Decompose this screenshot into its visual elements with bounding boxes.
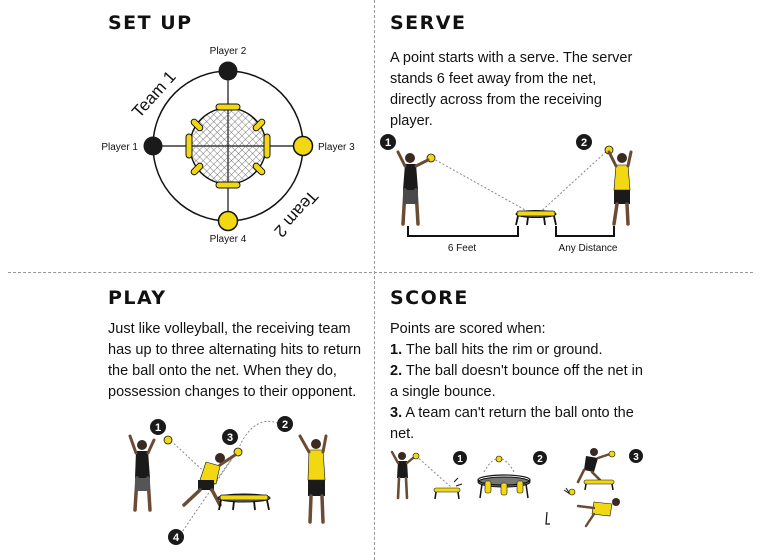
player-4-marker [217, 210, 239, 232]
serve-diagram: 1 2 6 Feet Any Distance [380, 134, 633, 254]
play-marker-2 [277, 416, 293, 432]
ball-icon [163, 435, 173, 445]
setup-heading: SET UP [108, 12, 193, 34]
score-marker-2 [533, 451, 547, 465]
score-scenario-3: 3 [563, 448, 643, 528]
horizontal-divider [8, 272, 753, 273]
player-4-label: Player 4 [210, 234, 247, 245]
play-marker-1 [150, 419, 166, 435]
net-icon [515, 210, 557, 226]
serve-marker-2 [576, 134, 592, 150]
score-scenario-2: 2 [477, 451, 547, 499]
server-figure-icon [396, 150, 430, 226]
svg-text:2: 2 [581, 137, 587, 149]
score-heading: SCORE [390, 287, 469, 309]
receiver-figure-icon [607, 150, 633, 226]
play-text: Just like volleyball, the receiving team… [108, 321, 362, 400]
score-rule-3: 3. A team can't return the ball onto the… [390, 405, 634, 442]
distance-any-label: Any Distance [559, 243, 618, 254]
score-marker-1 [453, 451, 467, 465]
svg-text:2: 2 [537, 454, 543, 465]
svg-text:2: 2 [282, 419, 288, 431]
player-yellow-diving-figure-icon [182, 453, 237, 507]
score-rule-2: 2. The ball doesn't bounce off the net i… [390, 363, 643, 400]
vertical-divider [374, 0, 375, 560]
score-marker-3 [629, 449, 643, 463]
setup-diagram: Player 2 Player 1 Player 3 Player 4 Team… [101, 46, 355, 245]
serve-text: A point starts with a serve. The server … [390, 50, 633, 129]
score-rules: Points are scored when: 1. The ball hits… [390, 319, 652, 445]
svg-text:3: 3 [227, 432, 233, 444]
score-intro: Points are scored when: [390, 321, 546, 337]
team-1-label: Team 1 [128, 67, 179, 121]
player-3-marker [292, 135, 314, 157]
svg-text:4: 4 [173, 532, 180, 544]
play-marker-4 [168, 529, 184, 545]
serve-marker-1 [380, 134, 396, 150]
svg-text:1: 1 [385, 137, 391, 149]
score-rule-1: 1. The ball hits the rim or ground. [390, 342, 603, 358]
player-1-label: Player 1 [101, 142, 138, 153]
score-diagram: 1 2 3 [390, 448, 643, 528]
play-marker-3 [222, 429, 238, 445]
svg-text:1: 1 [457, 454, 463, 465]
player-2-label: Player 2 [210, 46, 247, 57]
play-heading: PLAY [108, 287, 167, 309]
player-black-figure-icon [128, 434, 156, 512]
player-2-marker [218, 61, 238, 81]
player-yellow-figure-icon [298, 434, 328, 524]
net-icon [217, 493, 271, 511]
play-diagram: 1 3 2 4 [128, 416, 328, 545]
serve-heading: SERVE [390, 12, 467, 34]
player-1-marker [143, 136, 163, 156]
team-2-label: Team 2 [270, 187, 321, 241]
distance-6-feet-label: 6 Feet [448, 243, 477, 254]
svg-text:3: 3 [633, 452, 639, 463]
score-scenario-1: 1 [390, 450, 467, 500]
player-3-label: Player 3 [318, 142, 355, 153]
svg-text:1: 1 [155, 422, 161, 434]
